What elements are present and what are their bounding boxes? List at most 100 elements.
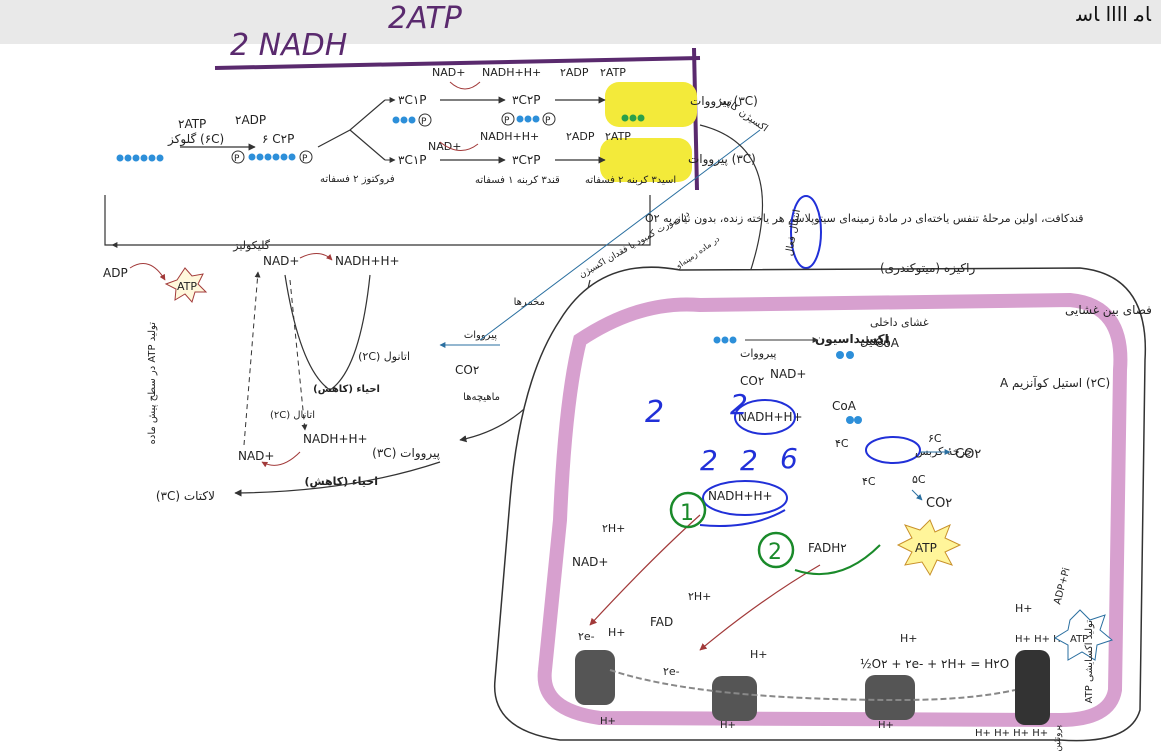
ferm-co2: CO۲ <box>455 363 479 377</box>
nadh-bottom: NADH+H+ <box>480 130 539 143</box>
o2-equation: ½O۲ + ۲e- + ۲H+ = H۲O <box>860 657 1009 671</box>
c4-left: ۴C <box>835 437 849 450</box>
svg-text:P: P <box>234 154 240 164</box>
adp-bottom: ۲ADP <box>566 130 595 143</box>
etc-complexes <box>575 650 1050 725</box>
mito-atp: ATP <box>915 541 937 555</box>
split-bottom <box>349 129 386 161</box>
svg-text:P: P <box>302 154 308 164</box>
hand-green-1: 1 <box>680 501 694 526</box>
h-bottom-a: H+ <box>600 716 616 727</box>
highlight-pyruvate-bottom <box>600 138 692 182</box>
mito-title: راکیزه (میتوکندری) <box>880 261 975 276</box>
acetaldehyde-label: اتانال (۲C) <box>270 410 315 421</box>
mito-pyruvate-dots <box>713 336 737 344</box>
split-top <box>317 99 386 148</box>
h-bottom-b: H+ <box>720 720 736 731</box>
coa-b: CoA <box>832 399 857 413</box>
svg-text:P: P <box>504 116 510 126</box>
ferm-nad-bottom: NAD+ <box>238 449 274 463</box>
triose-chain-top2: P P <box>501 112 556 126</box>
glycolysis-summary: قندکافت، اولین مرحلهٔ تنفس یاخته‌ای در م… <box>645 212 1084 225</box>
hand-n2c: 2 <box>700 444 718 477</box>
ferm-cycle-top <box>284 274 371 391</box>
h-b: H+ <box>750 648 768 661</box>
hand-n2a: 2 <box>645 395 664 430</box>
c5-label: ۵C <box>912 473 926 486</box>
krebs-circle <box>865 436 921 464</box>
h-cluster-top: H+ H+ H+ <box>1015 634 1069 645</box>
c6-label: ۶C <box>928 432 942 445</box>
hand-underline <box>214 56 701 70</box>
adp-out: ۲ADP <box>235 113 266 127</box>
mito-co2-a: CO۲ <box>740 374 764 388</box>
top-bar: ﺎﻣ ﺍﺍﺍﺍ ﺎﺳ <box>0 0 1161 44</box>
mito-nadh-a: NADH+H+ <box>738 410 803 424</box>
hand-n2b: 2 <box>730 388 748 421</box>
h-bottom-c: H+ <box>878 720 894 731</box>
ferm-nadh-bottom: NADH+H+ <box>303 432 368 446</box>
h2-a: ۲H+ <box>602 522 625 535</box>
adp-top: ۲ADP <box>560 66 589 79</box>
e2-b: ۲e- <box>663 665 680 678</box>
ethanol-label: اتانول (۲C) <box>358 350 410 363</box>
nadh-top: NADH+H+ <box>482 66 541 79</box>
acetyl-label: استیل <box>860 334 890 348</box>
intermembrane-label: فضای بین غشایی <box>1065 303 1152 318</box>
c3p2-bottom: ۳C۲P <box>512 153 541 167</box>
blue-underline <box>699 509 786 527</box>
highlight-pyruvate-top <box>605 82 697 127</box>
fad-label: FAD <box>650 615 673 629</box>
glucose-label: (۶C) گلوکز <box>167 132 224 147</box>
h-a: H+ <box>608 626 626 639</box>
h-d: H+ <box>1015 602 1033 615</box>
hand-n2d: 2 <box>740 444 758 477</box>
atp-burst-synth <box>1053 609 1114 661</box>
hand-green-2: 2 <box>768 540 782 565</box>
glycolysis-bracket <box>104 195 651 246</box>
c3p2-top: ۳C۲P <box>512 93 541 107</box>
pyruvate-small: پیرووات <box>464 330 497 341</box>
oxidation-label: اکسیداسیون <box>815 332 889 347</box>
circle-nadh-a <box>734 399 796 435</box>
substrate-label: تولید ATP در سطح پیش ماده <box>147 322 158 445</box>
fructose-p: ۶ C۲P <box>262 132 294 146</box>
atp-burst-mito <box>896 519 962 577</box>
lactate-label: لاکتات (۳C) <box>156 489 215 503</box>
top-bar-text: ﺎﻣ ﺍﺍﺍﺍ ﺎﺳ <box>1076 2 1151 26</box>
hand-n6: 6 <box>780 442 798 475</box>
co2-b: CO۲ <box>955 447 981 462</box>
atp-bottom: ۲ATP <box>605 130 631 143</box>
hand-2atp: 2ATP <box>388 1 463 36</box>
mito-nad: NAD+ <box>770 367 806 381</box>
c3p-top: ۳C۱P <box>398 93 427 107</box>
fadh-label: FADH۲ <box>808 541 847 555</box>
nad-top: NAD+ <box>432 66 465 79</box>
pyruvate-dots <box>621 114 645 122</box>
pyruvate-muscle: پیرووات (۳C) <box>372 446 440 461</box>
atp-synth: ATP <box>1070 634 1088 645</box>
regen-top: احیاء (کاهش) <box>313 384 380 395</box>
inner-membrane-label: غشای داخلی <box>870 316 929 329</box>
e2-a: ۲e- <box>578 630 595 643</box>
mito-nadh-b: NADH+H+ <box>708 489 773 503</box>
h-cluster-bottom: H+ H+ H+ H+ <box>975 728 1048 739</box>
h-c: H+ <box>900 632 918 645</box>
hand-2nadh: 2 NADH <box>230 28 347 63</box>
fructose-label: فروکتوز ۲ فسفاته <box>320 174 395 185</box>
ferm-nad-top: NAD+ <box>263 254 299 268</box>
mito-inner-membrane <box>537 292 1128 728</box>
circle-nadh-b <box>702 480 788 516</box>
c3p2-label: اسید۳ کربنه ۲ فسفاته <box>585 175 676 186</box>
triose-chain-top: P <box>392 113 432 127</box>
h2-b: ۲H+ <box>688 590 711 603</box>
svg-text:P: P <box>545 116 551 126</box>
coa-label: CoA <box>875 336 900 350</box>
regen-bottom: احیاء (کاهش) <box>304 475 378 488</box>
glycolysis-arrow-label: گلیکولیز <box>232 239 270 252</box>
proton-channel: پروتئین ATP ساز <box>1053 725 1063 754</box>
pyruvate-top: (۳C) پیرووات <box>690 94 758 109</box>
green-circle-1 <box>669 491 707 529</box>
c3p-label: قند۳ کربنه ۱ فسفاته <box>475 175 560 186</box>
